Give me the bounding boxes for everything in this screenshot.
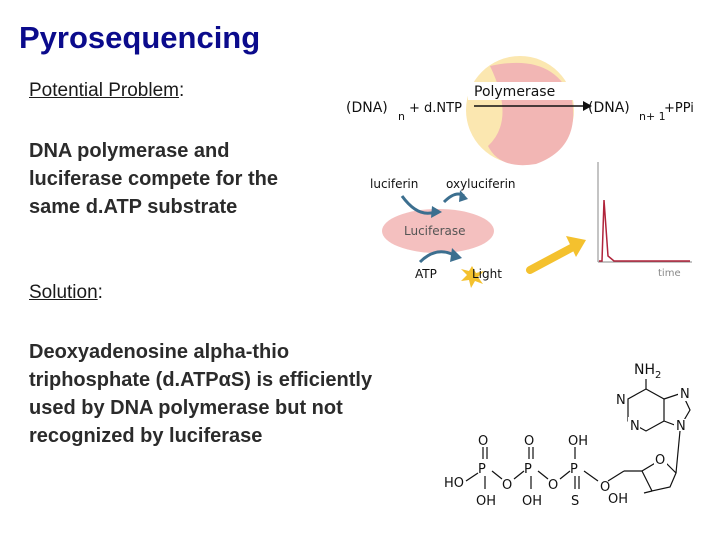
light-label: Light bbox=[472, 267, 502, 281]
nh2-label: NH2 bbox=[634, 362, 661, 381]
bond-ho-p1 bbox=[465, 472, 479, 482]
solution-line-3: used by DNA polymerase but not bbox=[29, 397, 343, 419]
atp-curved-arrow bbox=[418, 250, 455, 264]
solution-line-1: Deoxyadenosine alpha-thio bbox=[29, 341, 290, 363]
atom-n-4: N bbox=[676, 419, 686, 434]
solution-line-2: triphosphate (d.ATPαS) is efficiently bbox=[29, 369, 373, 391]
luciferase-label: Luciferase bbox=[404, 224, 466, 238]
bond-bridge-p2 bbox=[513, 470, 525, 480]
bond-bridge-p3 bbox=[559, 470, 571, 480]
solution-heading: Solution: bbox=[29, 282, 103, 303]
problem-heading: Potential Problem: bbox=[29, 80, 185, 101]
label-ho: HO bbox=[444, 476, 464, 491]
atom-o-bridge-1: O bbox=[502, 478, 512, 493]
solution-line-4: recognized by luciferase bbox=[29, 425, 263, 447]
atom-n-3: N bbox=[680, 387, 690, 402]
glycosidic-bond bbox=[675, 430, 681, 474]
polymerase-label: Polymerase bbox=[474, 84, 555, 100]
label-p1-oh: OH bbox=[476, 494, 496, 509]
n-mask-2 bbox=[628, 417, 640, 431]
slide-title: Pyrosequencing bbox=[19, 20, 261, 55]
n-mask-4 bbox=[674, 419, 686, 433]
label-p2-oh: OH bbox=[522, 494, 542, 509]
atom-n-1: N bbox=[616, 393, 626, 408]
bond-p1-bridge bbox=[491, 470, 503, 480]
problem-text: DNA polymerase and luciferase compete fo… bbox=[29, 137, 278, 221]
light-burst-icon bbox=[461, 266, 484, 288]
problem-heading-text: Potential Problem bbox=[29, 80, 179, 101]
atom-o-bridge-2: O bbox=[548, 478, 558, 493]
atom-o-p1-top: O bbox=[478, 434, 488, 449]
solution-text: Deoxyadenosine alpha-thio triphosphate (… bbox=[29, 338, 372, 450]
problem-line-2: luciferase compete for the bbox=[29, 168, 278, 190]
reactant-dntp: + d.NTP bbox=[409, 101, 462, 116]
problem-line-1: DNA polymerase and bbox=[29, 140, 230, 162]
atom-p-alpha: P bbox=[570, 462, 578, 477]
product-dna: (DNA) bbox=[588, 100, 630, 116]
atom-p-gamma: P bbox=[478, 462, 486, 477]
luciferase-blob bbox=[382, 209, 494, 253]
yellow-arrow-shaft bbox=[526, 242, 579, 274]
reactant-subscript: n bbox=[398, 110, 405, 123]
bond-5o bbox=[607, 470, 625, 482]
problem-line-3: same d.ATP substrate bbox=[29, 196, 238, 218]
label-3oh: OH bbox=[608, 492, 628, 507]
luciferin-label: luciferin bbox=[370, 177, 418, 191]
luciferin-arrow-head bbox=[431, 206, 442, 218]
datp-alpha-s-structure: NH2 N N N N O OH O HO P O OH O P O OH O … bbox=[444, 362, 691, 509]
atom-n-2: N bbox=[630, 419, 640, 434]
n-mask-1 bbox=[614, 393, 626, 407]
atom-o-p2-top: O bbox=[524, 434, 534, 449]
product-subscript: n+ 1 bbox=[639, 110, 666, 123]
product-ppi: +PPi bbox=[664, 101, 694, 116]
atom-o-5: O bbox=[600, 480, 610, 495]
o-mask-ring bbox=[654, 453, 667, 465]
light-peak-trace bbox=[599, 199, 690, 262]
atp-label: ATP bbox=[415, 267, 437, 281]
atom-o-ring: O bbox=[655, 453, 665, 468]
oxyluciferin-arrow-head bbox=[459, 190, 468, 202]
atp-arrow-head bbox=[450, 248, 462, 262]
polymerase-label-bg bbox=[468, 82, 578, 100]
bond-p3-o5 bbox=[583, 470, 599, 482]
reaction-arrow-head bbox=[583, 101, 592, 111]
atom-p-beta: P bbox=[524, 462, 532, 477]
solution-heading-text: Solution bbox=[29, 282, 98, 303]
bond-p2-bridge bbox=[537, 470, 549, 480]
label-p3-oh: OH bbox=[568, 434, 588, 449]
pyrosequencing-reaction-diagram: Polymerase (DNA) n + d.NTP (DNA) n+ 1 +P… bbox=[346, 56, 694, 288]
reactant-dna: (DNA) bbox=[346, 100, 388, 116]
n-mask-3 bbox=[678, 387, 690, 401]
time-label: time bbox=[658, 268, 681, 279]
atom-s: S bbox=[571, 494, 579, 509]
bond-3oh bbox=[643, 490, 653, 494]
oxyluciferin-label: oxyluciferin bbox=[446, 177, 516, 191]
yellow-arrow-head bbox=[566, 236, 586, 257]
